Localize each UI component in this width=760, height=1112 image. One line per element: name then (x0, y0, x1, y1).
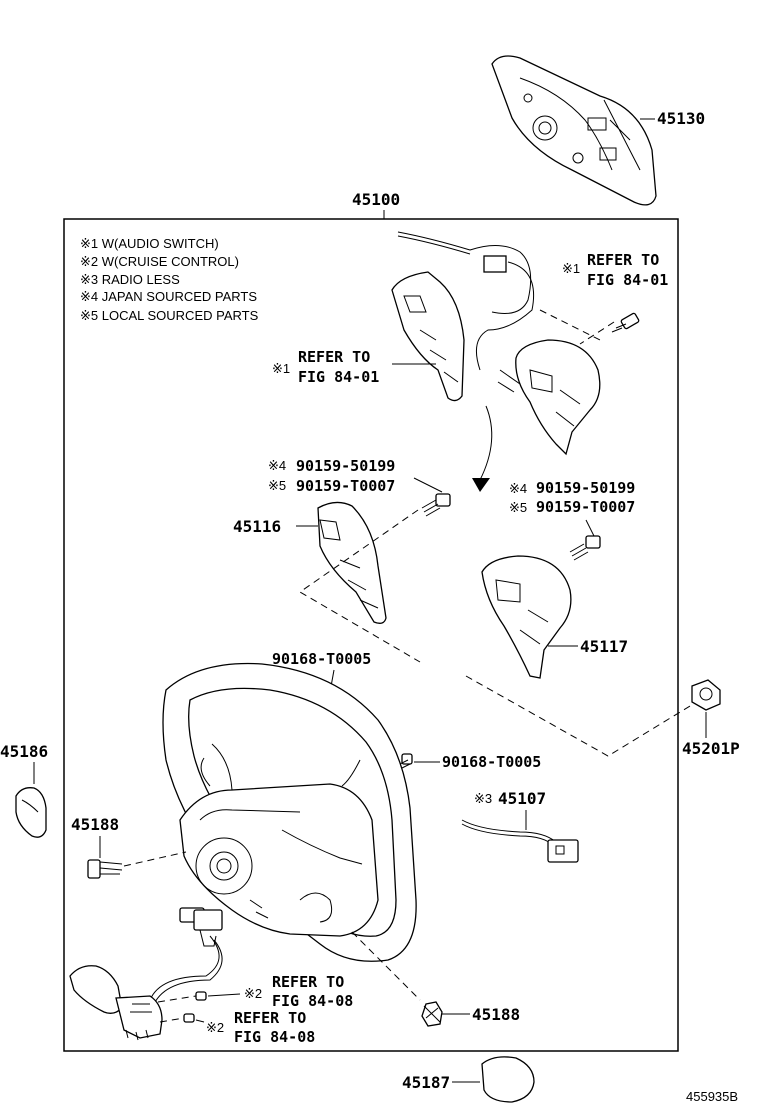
refer-2a-line2: FIG 84-08 (272, 992, 353, 1010)
label-45188-left: 45188 (71, 815, 119, 834)
label-45186: 45186 (0, 742, 48, 761)
label-90159-50199-left: 90159-50199 (296, 457, 395, 475)
label-45187: 45187 (402, 1073, 450, 1092)
audio-switch-assembly[interactable] (391, 231, 601, 456)
refer-1-top-line2: FIG 84-01 (587, 271, 668, 289)
cover-45116[interactable] (317, 501, 387, 624)
screw-top-right[interactable] (611, 312, 640, 333)
label-45117: 45117 (580, 637, 628, 656)
refer-2b-line2: FIG 84-08 (234, 1028, 315, 1046)
screw-90159-right[interactable] (569, 535, 601, 561)
label-45201P: 45201P (682, 739, 740, 758)
label-45116: 45116 (233, 517, 281, 536)
airbag-cover-45130[interactable] (491, 55, 657, 206)
cover-45117[interactable] (481, 555, 572, 679)
label-45107: 45107 (498, 789, 546, 808)
refer-2a-line1: REFER TO (272, 973, 344, 991)
label-45188-bottom: 45188 (472, 1005, 520, 1024)
mark-3: ※3 (474, 791, 492, 806)
screw-cruise-1[interactable] (195, 991, 207, 1001)
label-90168-lower: 90168-T0005 (442, 753, 541, 771)
note-5: ※5 LOCAL SOURCED PARTS (80, 308, 259, 323)
wire-45107[interactable] (461, 819, 579, 863)
bolt-45188-left[interactable] (87, 859, 123, 879)
note-4: ※4 JAPAN SOURCED PARTS (80, 289, 257, 304)
mark-1-top: ※1 (562, 261, 580, 276)
note-1: ※1 W(AUDIO SWITCH) (80, 236, 219, 251)
part-45187[interactable] (481, 1056, 535, 1103)
refer-1-top-line1: REFER TO (587, 251, 659, 269)
note-2: ※2 W(CRUISE CONTROL) (80, 254, 239, 269)
refer-1-mid-line1: REFER TO (298, 348, 370, 366)
label-90168-upper: 90168-T0005 (272, 650, 371, 668)
bolt-45188-bottom[interactable] (421, 1001, 443, 1027)
mark-4-left: ※4 (268, 458, 286, 473)
steering-wheel[interactable] (162, 662, 417, 962)
note-3: ※3 RADIO LESS (80, 272, 180, 287)
refer-1-mid-line2: FIG 84-01 (298, 368, 379, 386)
mark-1-mid: ※1 (272, 361, 290, 376)
label-90159-T0007-left: 90159-T0007 (296, 477, 395, 495)
label-90159-50199-right: 90159-50199 (536, 479, 635, 497)
label-45130: 45130 (657, 109, 705, 128)
label-45100: 45100 (352, 190, 400, 209)
part-45186[interactable] (15, 787, 47, 838)
cruise-control-switch-assembly[interactable] (69, 907, 223, 1041)
diagram-code: 455935B (686, 1089, 738, 1104)
refer-2b-line1: REFER TO (234, 1009, 306, 1027)
label-90159-T0007-right: 90159-T0007 (536, 498, 635, 516)
screw-90159-left[interactable] (421, 493, 451, 517)
nut-45201P[interactable] (691, 679, 721, 711)
mark-4-right: ※4 (509, 481, 527, 496)
screw-cruise-2[interactable] (183, 1013, 195, 1023)
mark-2-a: ※2 (244, 986, 262, 1001)
mark-5-right: ※5 (509, 500, 527, 515)
assembly-frame (63, 218, 679, 1052)
mark-2-b: ※2 (206, 1020, 224, 1035)
mark-5-left: ※5 (268, 478, 286, 493)
